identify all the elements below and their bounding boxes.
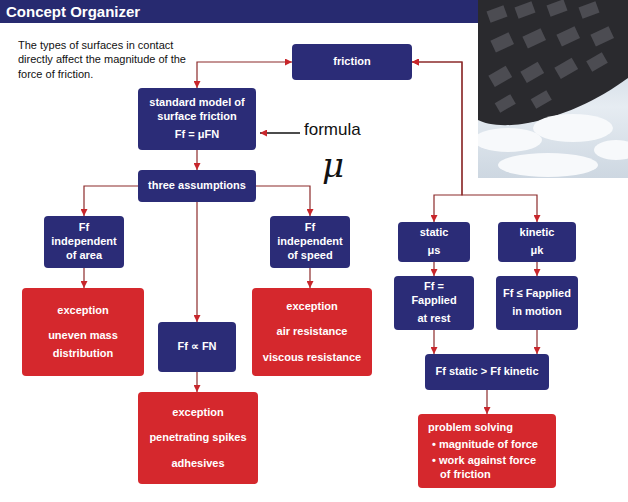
exception-box: exception air resistance viscous resistanc… [252, 288, 372, 376]
box-text: Ff = Fapplied [400, 280, 468, 308]
connector-arrow [412, 62, 462, 222]
connector-arrow [196, 372, 197, 392]
concept-box: three assumptions [138, 170, 256, 202]
tire-photo [478, 0, 628, 178]
box-text: in motion [512, 305, 562, 319]
handwritten-note: formula [304, 121, 361, 138]
handwritten-symbol: μ [322, 148, 344, 182]
exception-box: exception uneven mass distribution [22, 288, 144, 376]
title-text: Concept Organizer [6, 3, 472, 20]
concept-box: friction [292, 44, 412, 80]
box-text: adhesives [171, 455, 224, 473]
box-text: problem solving [428, 420, 513, 434]
connector-arrow [84, 186, 138, 216]
box-text: penetrating spikes [149, 429, 246, 447]
connector-arrow [83, 268, 84, 288]
box-text: μk [531, 244, 544, 258]
connector-arrow [309, 268, 310, 288]
box-text: μs [428, 244, 441, 258]
box-text: exception [286, 298, 337, 316]
leader-arrow [260, 132, 300, 134]
concept-box: standard model of surface friction Ff = μ… [138, 88, 256, 150]
box-text: • work against force of friction [432, 453, 546, 482]
box-text: three assumptions [148, 179, 246, 193]
box-text: exception [57, 302, 108, 320]
concept-box: Ff ∝ FN [158, 322, 236, 372]
box-text: • magnitude of force [432, 437, 538, 451]
connector-arrow [433, 262, 434, 277]
box-text: Ff = μFN [175, 128, 219, 142]
connector-arrow [196, 202, 197, 322]
connector-arrow [536, 330, 537, 354]
application-box: problem solving • magnitude of force • wor… [418, 414, 556, 488]
concept-box: static μs [398, 222, 470, 262]
connector-arrow [412, 62, 537, 222]
box-text: uneven mass distribution [28, 327, 138, 362]
box-text: Ff independent of area [50, 221, 118, 262]
concept-box: Ff = Fapplied at rest [394, 276, 474, 330]
box-text: at rest [417, 312, 450, 326]
concept-box: Ff ≤ Fapplied in motion [496, 276, 578, 330]
intro-note: The types of surfaces in contact directl… [18, 38, 190, 81]
title-bar: Concept Organizer [0, 0, 478, 23]
connector-arrow [433, 330, 434, 354]
concept-box: Ff independent of speed [270, 216, 350, 268]
concept-box: Ff static > Ff kinetic [425, 354, 549, 390]
connector-arrow [486, 390, 487, 414]
box-text: standard model of surface friction [144, 96, 250, 124]
box-text: Ff independent of speed [276, 221, 344, 262]
box-text: Ff ∝ FN [177, 340, 216, 354]
connector-arrow [536, 262, 537, 277]
box-text: viscous resistance [263, 349, 361, 367]
box-text: friction [333, 55, 370, 69]
connector-arrow [197, 62, 292, 88]
exception-box: exception penetrating spikes adhesives [138, 392, 258, 484]
snow-lumps [478, 114, 628, 177]
concept-box: Ff independent of area [44, 216, 124, 268]
box-text: exception [172, 404, 223, 422]
tire-tread [486, 0, 614, 113]
box-text: Ff ≤ Fapplied [503, 287, 571, 301]
connector-arrow [256, 186, 310, 216]
box-text: Ff static > Ff kinetic [436, 365, 539, 379]
box-text: static [420, 226, 449, 240]
tire-body [478, 0, 628, 125]
connector-arrow [196, 150, 197, 170]
concept-box: kinetic μk [498, 222, 576, 262]
box-text: kinetic [520, 226, 555, 240]
box-text: air resistance [277, 323, 348, 341]
